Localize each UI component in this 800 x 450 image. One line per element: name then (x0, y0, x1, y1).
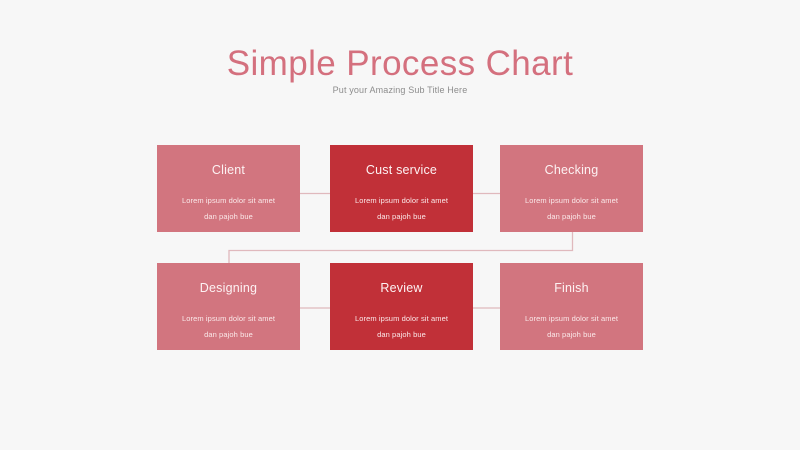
node-title: Checking (544, 163, 599, 177)
node-body-line1: Lorem ipsum dolor sit amet (181, 196, 276, 205)
node-body-line2: dan pajoh bue (204, 212, 253, 221)
process-node-cust-service[interactable]: Cust service Lorem ipsum dolor sit amet … (330, 145, 473, 232)
node-body-line2: dan pajoh bue (377, 330, 426, 339)
node-body: Lorem ipsum dolor sit amet dan pajoh bue (500, 311, 643, 343)
process-node-client[interactable]: Client Lorem ipsum dolor sit amet dan pa… (157, 145, 300, 232)
node-body: Lorem ipsum dolor sit amet dan pajoh bue (157, 193, 300, 225)
node-body-line2: dan pajoh bue (204, 330, 253, 339)
node-title: Client (211, 163, 246, 177)
node-body-line1: Lorem ipsum dolor sit amet (354, 314, 449, 323)
node-title: Finish (554, 281, 589, 295)
node-body-line2: dan pajoh bue (547, 330, 596, 339)
node-body: Lorem ipsum dolor sit amet dan pajoh bue (330, 193, 473, 225)
node-body: Lorem ipsum dolor sit amet dan pajoh bue (157, 311, 300, 343)
node-body: Lorem ipsum dolor sit amet dan pajoh bue (330, 311, 473, 343)
process-node-review[interactable]: Review Lorem ipsum dolor sit amet dan pa… (330, 263, 473, 350)
node-body-line1: Lorem ipsum dolor sit amet (181, 314, 276, 323)
page-subtitle: Put your Amazing Sub Title Here (332, 85, 468, 95)
node-body: Lorem ipsum dolor sit amet dan pajoh bue (500, 193, 643, 225)
node-body-line1: Lorem ipsum dolor sit amet (524, 314, 619, 323)
process-node-finish[interactable]: Finish Lorem ipsum dolor sit amet dan pa… (500, 263, 643, 350)
node-title: Review (380, 281, 423, 295)
node-body-line1: Lorem ipsum dolor sit amet (524, 196, 619, 205)
node-body-line2: dan pajoh bue (547, 212, 596, 221)
node-title: Cust service (365, 163, 438, 177)
process-node-designing[interactable]: Designing Lorem ipsum dolor sit amet dan… (157, 263, 300, 350)
page-title: Simple Process Chart (226, 44, 574, 83)
process-node-checking[interactable]: Checking Lorem ipsum dolor sit amet dan … (500, 145, 643, 232)
edge-checking-to-designing (228, 232, 574, 263)
node-body-line1: Lorem ipsum dolor sit amet (354, 196, 449, 205)
node-title: Designing (199, 281, 258, 295)
node-body-line2: dan pajoh bue (377, 212, 426, 221)
